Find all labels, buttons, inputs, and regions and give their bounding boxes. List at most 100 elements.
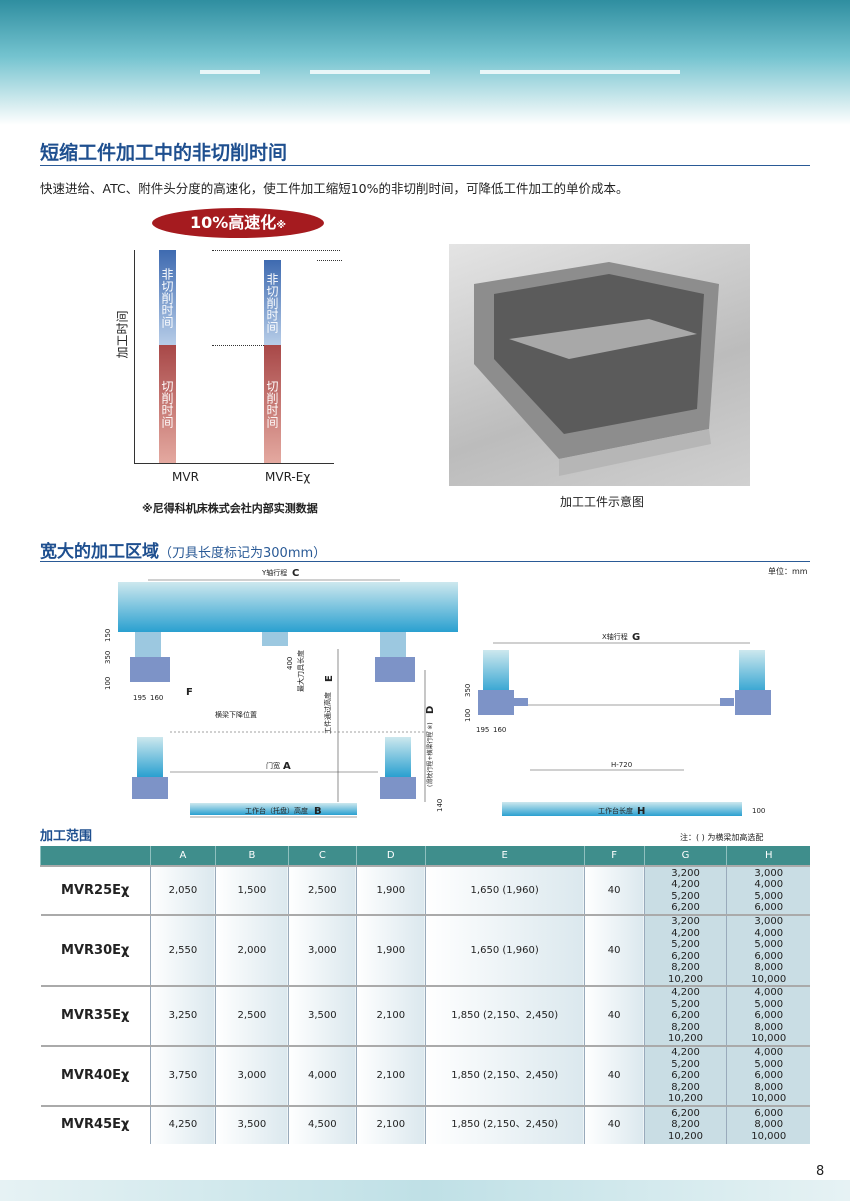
svg-text:X轴行程: X轴行程 — [602, 632, 628, 641]
svg-text:C: C — [292, 568, 299, 579]
cell-C: 4,000 — [287, 1045, 357, 1106]
cell-E: 1,850 (2,150、2,450) — [424, 1104, 585, 1144]
cell-F: 40 — [583, 865, 645, 915]
svg-text:工作台（托盘）高度: 工作台（托盘）高度 — [245, 806, 308, 815]
cell-B: 2,000 — [214, 914, 289, 986]
section-title: 宽大的加工区域（刀具长度标记为300mm） — [40, 542, 327, 562]
non-cut-segment: 非切削时间 — [159, 250, 176, 345]
svg-text:150: 150 — [104, 629, 112, 642]
svg-text:350: 350 — [104, 651, 112, 664]
svg-text:F: F — [186, 687, 193, 698]
divider — [40, 561, 810, 562]
non-cut-segment: 非切削时间 — [264, 260, 281, 345]
footnote: ※尼得科机床株式会社内部实测数据 — [142, 502, 318, 515]
table-note: 注：( ) 为横梁加高选配 — [680, 833, 764, 842]
svg-text:195: 195 — [476, 726, 489, 734]
cell-F: 40 — [583, 914, 645, 986]
cell-E: 1,850 (2,150、2,450) — [424, 1045, 585, 1106]
svg-text:400: 400 — [286, 657, 294, 670]
bar-label: MVR-Eχ — [265, 470, 311, 484]
column-header: B — [214, 846, 289, 866]
model-cell: MVR25Eχ — [40, 865, 151, 915]
column-header: H — [726, 846, 810, 866]
cell-F: 40 — [583, 1045, 645, 1106]
column-header: A — [149, 846, 216, 866]
cell-A: 2,550 — [149, 914, 216, 986]
svg-text:160: 160 — [493, 726, 506, 734]
unit-label: 单位：mm — [768, 567, 808, 576]
cell-H: 3,000 4,000 5,000 6,000 — [726, 865, 810, 915]
column-header: E — [424, 846, 585, 866]
svg-text:(滑枕行程+横梁行程 ※): (滑枕行程+横梁行程 ※) — [426, 722, 434, 787]
cell-B: 1,500 — [214, 865, 289, 915]
model-cell: MVR35Eχ — [40, 985, 151, 1046]
cell-D: 1,900 — [355, 914, 426, 986]
crossrail — [118, 582, 458, 632]
svg-text:E: E — [324, 675, 335, 682]
header-banner — [0, 0, 850, 125]
cut-segment: 切削时间 — [264, 345, 281, 463]
cell-A: 3,750 — [149, 1045, 216, 1106]
cell-G: 3,200 4,200 5,200 6,200 — [643, 865, 727, 915]
cell-C: 3,500 — [287, 985, 357, 1046]
cut-segment: 切削时间 — [159, 345, 176, 463]
column-header: D — [355, 846, 426, 866]
svg-text:最大刀具长度: 最大刀具长度 — [296, 650, 305, 692]
cell-F: 40 — [583, 1104, 645, 1144]
page-number: 8 — [816, 1164, 825, 1179]
divider — [40, 165, 810, 166]
model-cell: MVR45Eχ — [40, 1104, 151, 1144]
column-header: G — [643, 846, 727, 866]
cell-E: 1,650 (1,960) — [424, 865, 585, 915]
svg-text:100: 100 — [752, 807, 765, 815]
cell-D: 1,900 — [355, 865, 426, 915]
speedup-badge: 10%高速化※ — [152, 208, 324, 238]
table-title: 加工范围 — [40, 829, 93, 844]
cell-E: 1,850 (2,150、2,450) — [424, 985, 585, 1046]
svg-text:门宽: 门宽 — [266, 761, 280, 770]
svg-text:100: 100 — [104, 677, 112, 690]
cell-C: 2,500 — [287, 865, 357, 915]
svg-text:100: 100 — [464, 709, 472, 722]
svg-text:140: 140 — [436, 799, 444, 812]
cell-B: 3,000 — [214, 1045, 289, 1106]
cell-H: 4,000 5,000 6,000 8,000 10,000 — [726, 1045, 810, 1106]
cell-G: 3,200 4,200 5,200 6,200 8,200 10,200 — [643, 914, 727, 986]
svg-text:H: H — [637, 806, 645, 817]
cell-H: 4,000 5,000 6,000 8,000 10,000 — [726, 985, 810, 1046]
cell-G: 4,200 5,200 6,200 8,200 10,200 — [643, 985, 727, 1046]
cell-F: 40 — [583, 985, 645, 1046]
svg-text:160: 160 — [150, 694, 163, 702]
svg-text:350: 350 — [464, 684, 472, 697]
guide-line — [212, 250, 340, 251]
cell-B: 2,500 — [214, 985, 289, 1046]
x-axis — [134, 463, 334, 464]
cell-D: 2,100 — [355, 1104, 426, 1144]
cell-D: 2,100 — [355, 1045, 426, 1106]
workpiece-photo — [449, 244, 750, 486]
cell-G: 4,200 5,200 6,200 8,200 10,200 — [643, 1045, 727, 1106]
cell-A: 2,050 — [149, 865, 216, 915]
svg-text:H-720: H-720 — [611, 761, 632, 769]
workpiece-illustration — [474, 262, 719, 476]
bar-mvr: 非切削时间 切削时间 — [159, 250, 212, 463]
svg-text:工件通过高度: 工件通过高度 — [323, 692, 332, 734]
cell-C: 4,500 — [287, 1104, 357, 1144]
bar-mvr-ex: 非切削时间 切削时间 — [264, 260, 317, 463]
model-cell: MVR30Eχ — [40, 914, 151, 986]
cell-A: 3,250 — [149, 985, 216, 1046]
guide-line — [317, 260, 342, 261]
svg-text:D: D — [425, 706, 436, 714]
photo-caption: 加工工件示意图 — [560, 495, 645, 509]
model-cell: MVR40Eχ — [40, 1045, 151, 1106]
y-axis — [134, 250, 135, 464]
column-header — [40, 846, 151, 866]
cell-H: 3,000 4,000 5,000 6,000 8,000 10,000 — [726, 914, 810, 986]
